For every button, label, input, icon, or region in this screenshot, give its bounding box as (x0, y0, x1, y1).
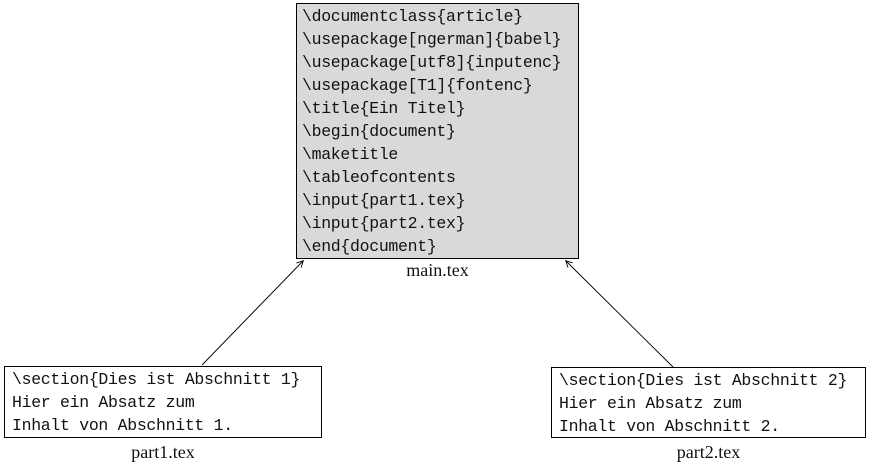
arrow-part1-to-main (201, 261, 303, 366)
code-line: \maketitle (302, 145, 399, 164)
code-line: \input{part2.tex} (302, 214, 466, 233)
part2-tex-code-box: \section{Dies ist Abschnitt 2} Hier ein … (551, 367, 866, 438)
code-line: \end{document} (302, 237, 437, 256)
code-line: \title{Ein Titel} (302, 99, 466, 118)
code-line: \usepackage[ngerman]{babel} (302, 30, 562, 49)
code-line: Inhalt von Abschnitt 2. (559, 417, 780, 436)
part1-tex-label: part1.tex (131, 442, 195, 462)
part2-tex-label: part2.tex (676, 442, 741, 462)
code-line: Inhalt von Abschnitt 1. (12, 416, 233, 435)
code-line: \input{part1.tex} (302, 191, 466, 210)
code-line: Hier ein Absatz zum (559, 394, 742, 413)
code-line: \usepackage[utf8]{inputenc} (302, 53, 562, 72)
main-tex-label: main.tex (406, 260, 469, 280)
code-line: \begin{document} (302, 122, 456, 141)
code-line: \documentclass{article} (302, 7, 523, 26)
main-tex-code-box: \documentclass{article} \usepackage[nger… (296, 3, 579, 259)
code-line: \section{Dies ist Abschnitt 1} (12, 370, 301, 389)
code-line: Hier ein Absatz zum (12, 393, 195, 412)
code-line: \tableofcontents (302, 168, 456, 187)
code-line: \section{Dies ist Abschnitt 2} (559, 371, 848, 390)
code-line: \usepackage[T1]{fontenc} (302, 76, 533, 95)
arrow-part2-to-main (566, 261, 674, 368)
part1-tex-code-box: \section{Dies ist Abschnitt 1} Hier ein … (4, 366, 322, 438)
